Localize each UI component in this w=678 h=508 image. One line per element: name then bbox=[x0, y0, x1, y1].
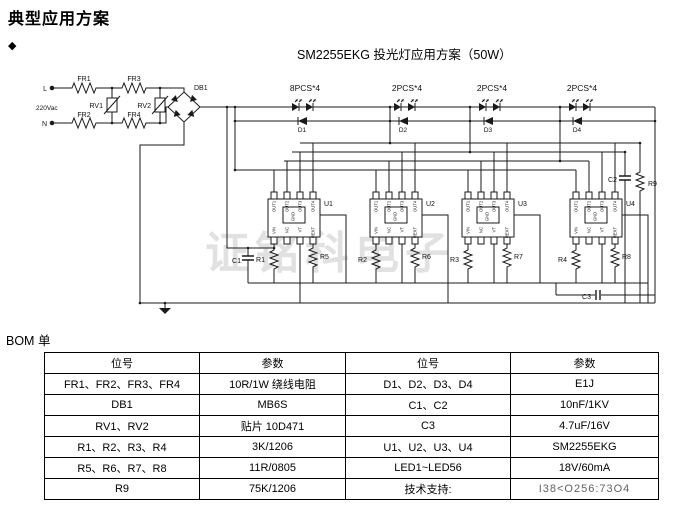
fr4-label: FR4 bbox=[127, 112, 140, 119]
bom-cell: DB1 bbox=[44, 394, 200, 416]
page-title: 典型应用方案 bbox=[8, 11, 111, 28]
r1-label: R1 bbox=[256, 257, 265, 264]
diode-d2 bbox=[398, 116, 409, 126]
c1-label: C1 bbox=[232, 258, 241, 265]
rv1-label: RV1 bbox=[90, 103, 104, 110]
fr1-label: FR1 bbox=[77, 76, 90, 83]
l-terminal-label: L bbox=[43, 86, 47, 93]
d3-label: D3 bbox=[484, 127, 493, 134]
resistor-fr1 bbox=[67, 82, 101, 94]
bom-cell: 11R/0805 bbox=[199, 457, 346, 479]
table-row: FR1、FR2、FR3、FR4 10R/1W 绕线电阻 D1、D2、D3、D4 … bbox=[44, 373, 659, 395]
resistor-fr2 bbox=[67, 117, 101, 129]
bom-table: 位号 参数 位号 参数 FR1、FR2、FR3、FR4 10R/1W 绕线电阻 … bbox=[44, 352, 659, 500]
fr3-label: FR3 bbox=[127, 76, 140, 83]
bridge-rectifier-db1 bbox=[167, 91, 201, 123]
table-row: R1、R2、R3、R4 3K/1206 U1、U2、U3、U4 SM2255EK… bbox=[44, 436, 659, 458]
r2-label: R2 bbox=[358, 257, 367, 264]
ic-u4 bbox=[570, 143, 648, 283]
resistor-fr4 bbox=[117, 117, 151, 129]
input-stage bbox=[67, 82, 201, 314]
bom-cell: 3K/1206 bbox=[199, 436, 346, 458]
rv2-label: RV2 bbox=[138, 103, 152, 110]
component-labels: L N 220Vac FR1 FR3 FR2 FR4 RV1 RV2 DB1 8… bbox=[36, 76, 657, 301]
u4-label: U4 bbox=[626, 201, 635, 208]
bom-cell: D1、D2、D3、D4 bbox=[345, 373, 511, 395]
bom-cell: 10nF/1KV bbox=[510, 394, 659, 416]
ground-symbol bbox=[159, 308, 171, 314]
capacitor-c2 bbox=[618, 175, 632, 181]
diode-d4 bbox=[572, 116, 583, 126]
circuit-schematic: OUT1 OUT2 OUT3 OUT4 VIN NC VT REXT GND 证… bbox=[36, 76, 657, 314]
r9-label: R9 bbox=[648, 181, 657, 188]
r7-label: R7 bbox=[514, 254, 523, 261]
bom-cell: 18V/60mA bbox=[510, 457, 659, 479]
bom-cell: 贴片 10D471 bbox=[199, 415, 346, 437]
resistor-fr3 bbox=[117, 82, 151, 94]
bom-cell: E1J bbox=[510, 373, 659, 395]
u2-label: U2 bbox=[426, 201, 435, 208]
diamond-bullet-icon: ◆ bbox=[8, 40, 17, 52]
bom-cell: U1、U2、U3、U4 bbox=[345, 436, 511, 458]
bom-cell: C1、C2 bbox=[345, 394, 511, 416]
bom-cell: R1、R2、R3、R4 bbox=[44, 436, 200, 458]
table-row: DB1 MB6S C1、C2 10nF/1KV bbox=[44, 394, 659, 416]
d2-label: D2 bbox=[399, 127, 408, 134]
bom-list-label: BOM 单 bbox=[6, 334, 51, 348]
bom-cell: FR1、FR2、FR3、FR4 bbox=[44, 373, 200, 395]
bom-cell: 4.7uF/16V bbox=[510, 415, 659, 437]
db1-label: DB1 bbox=[194, 85, 208, 92]
led-count-4: 2PCS*4 bbox=[567, 83, 598, 93]
bom-header-cell: 位号 bbox=[44, 352, 200, 374]
ic-u3 bbox=[462, 143, 540, 283]
led-count-2: 2PCS*4 bbox=[392, 83, 423, 93]
c3-label: C3 bbox=[582, 294, 591, 301]
bom-cell: 10R/1W 绕线电阻 bbox=[199, 373, 346, 395]
bom-cell: 75K/1206 bbox=[199, 478, 346, 500]
fr2-label: FR2 bbox=[77, 112, 90, 119]
bom-cell-support-phone: I38<O256:73O4 bbox=[510, 478, 659, 500]
bom-cell: LED1~LED56 bbox=[345, 457, 511, 479]
bom-cell: R5、R6、R7、R8 bbox=[44, 457, 200, 479]
bom-cell: MB6S bbox=[199, 394, 346, 416]
resistor-r9 bbox=[635, 169, 645, 193]
n-terminal-label: N bbox=[42, 121, 47, 128]
table-header-row: 位号 参数 位号 参数 bbox=[44, 352, 659, 374]
schematic-title: SM2255EKG 投光灯应用方案（50W） bbox=[297, 48, 512, 62]
r6-label: R6 bbox=[422, 254, 431, 261]
r4-label: R4 bbox=[558, 257, 567, 264]
junction-dots bbox=[110, 86, 657, 305]
bom-cell: C3 bbox=[345, 415, 511, 437]
diode-d1 bbox=[297, 116, 308, 126]
table-row: R5、R6、R7、R8 11R/0805 LED1~LED56 18V/60mA bbox=[44, 457, 659, 479]
c2-label: C2 bbox=[608, 177, 617, 184]
d1-label: D1 bbox=[298, 127, 307, 134]
d4-label: D4 bbox=[573, 127, 582, 134]
table-row: RV1、RV2 贴片 10D471 C3 4.7uF/16V bbox=[44, 415, 659, 437]
wires bbox=[49, 85, 656, 308]
led-count-3: 2PCS*4 bbox=[477, 83, 508, 93]
u3-label: U3 bbox=[518, 201, 527, 208]
bom-cell: SM2255EKG bbox=[510, 436, 659, 458]
bom-cell: R9 bbox=[44, 478, 200, 500]
u1-label: U1 bbox=[324, 201, 333, 208]
r3-label: R3 bbox=[450, 257, 459, 264]
vac-label: 220Vac bbox=[36, 105, 58, 112]
bom-header-cell: 位号 bbox=[345, 352, 511, 374]
bom-header-cell: 参数 bbox=[510, 352, 659, 374]
r5-label: R5 bbox=[320, 254, 329, 261]
table-row: R9 75K/1206 技术支持: I38<O256:73O4 bbox=[44, 478, 659, 500]
bom-cell: 技术支持: bbox=[345, 478, 511, 500]
capacitor-c3 bbox=[595, 289, 601, 301]
led-count-1: 8PCS*4 bbox=[290, 83, 321, 93]
bom-cell: RV1、RV2 bbox=[44, 415, 200, 437]
bom-header-cell: 参数 bbox=[199, 352, 346, 374]
varistor-rv1 bbox=[103, 95, 121, 115]
r8-label: R8 bbox=[622, 254, 631, 261]
diode-d3 bbox=[483, 116, 494, 126]
